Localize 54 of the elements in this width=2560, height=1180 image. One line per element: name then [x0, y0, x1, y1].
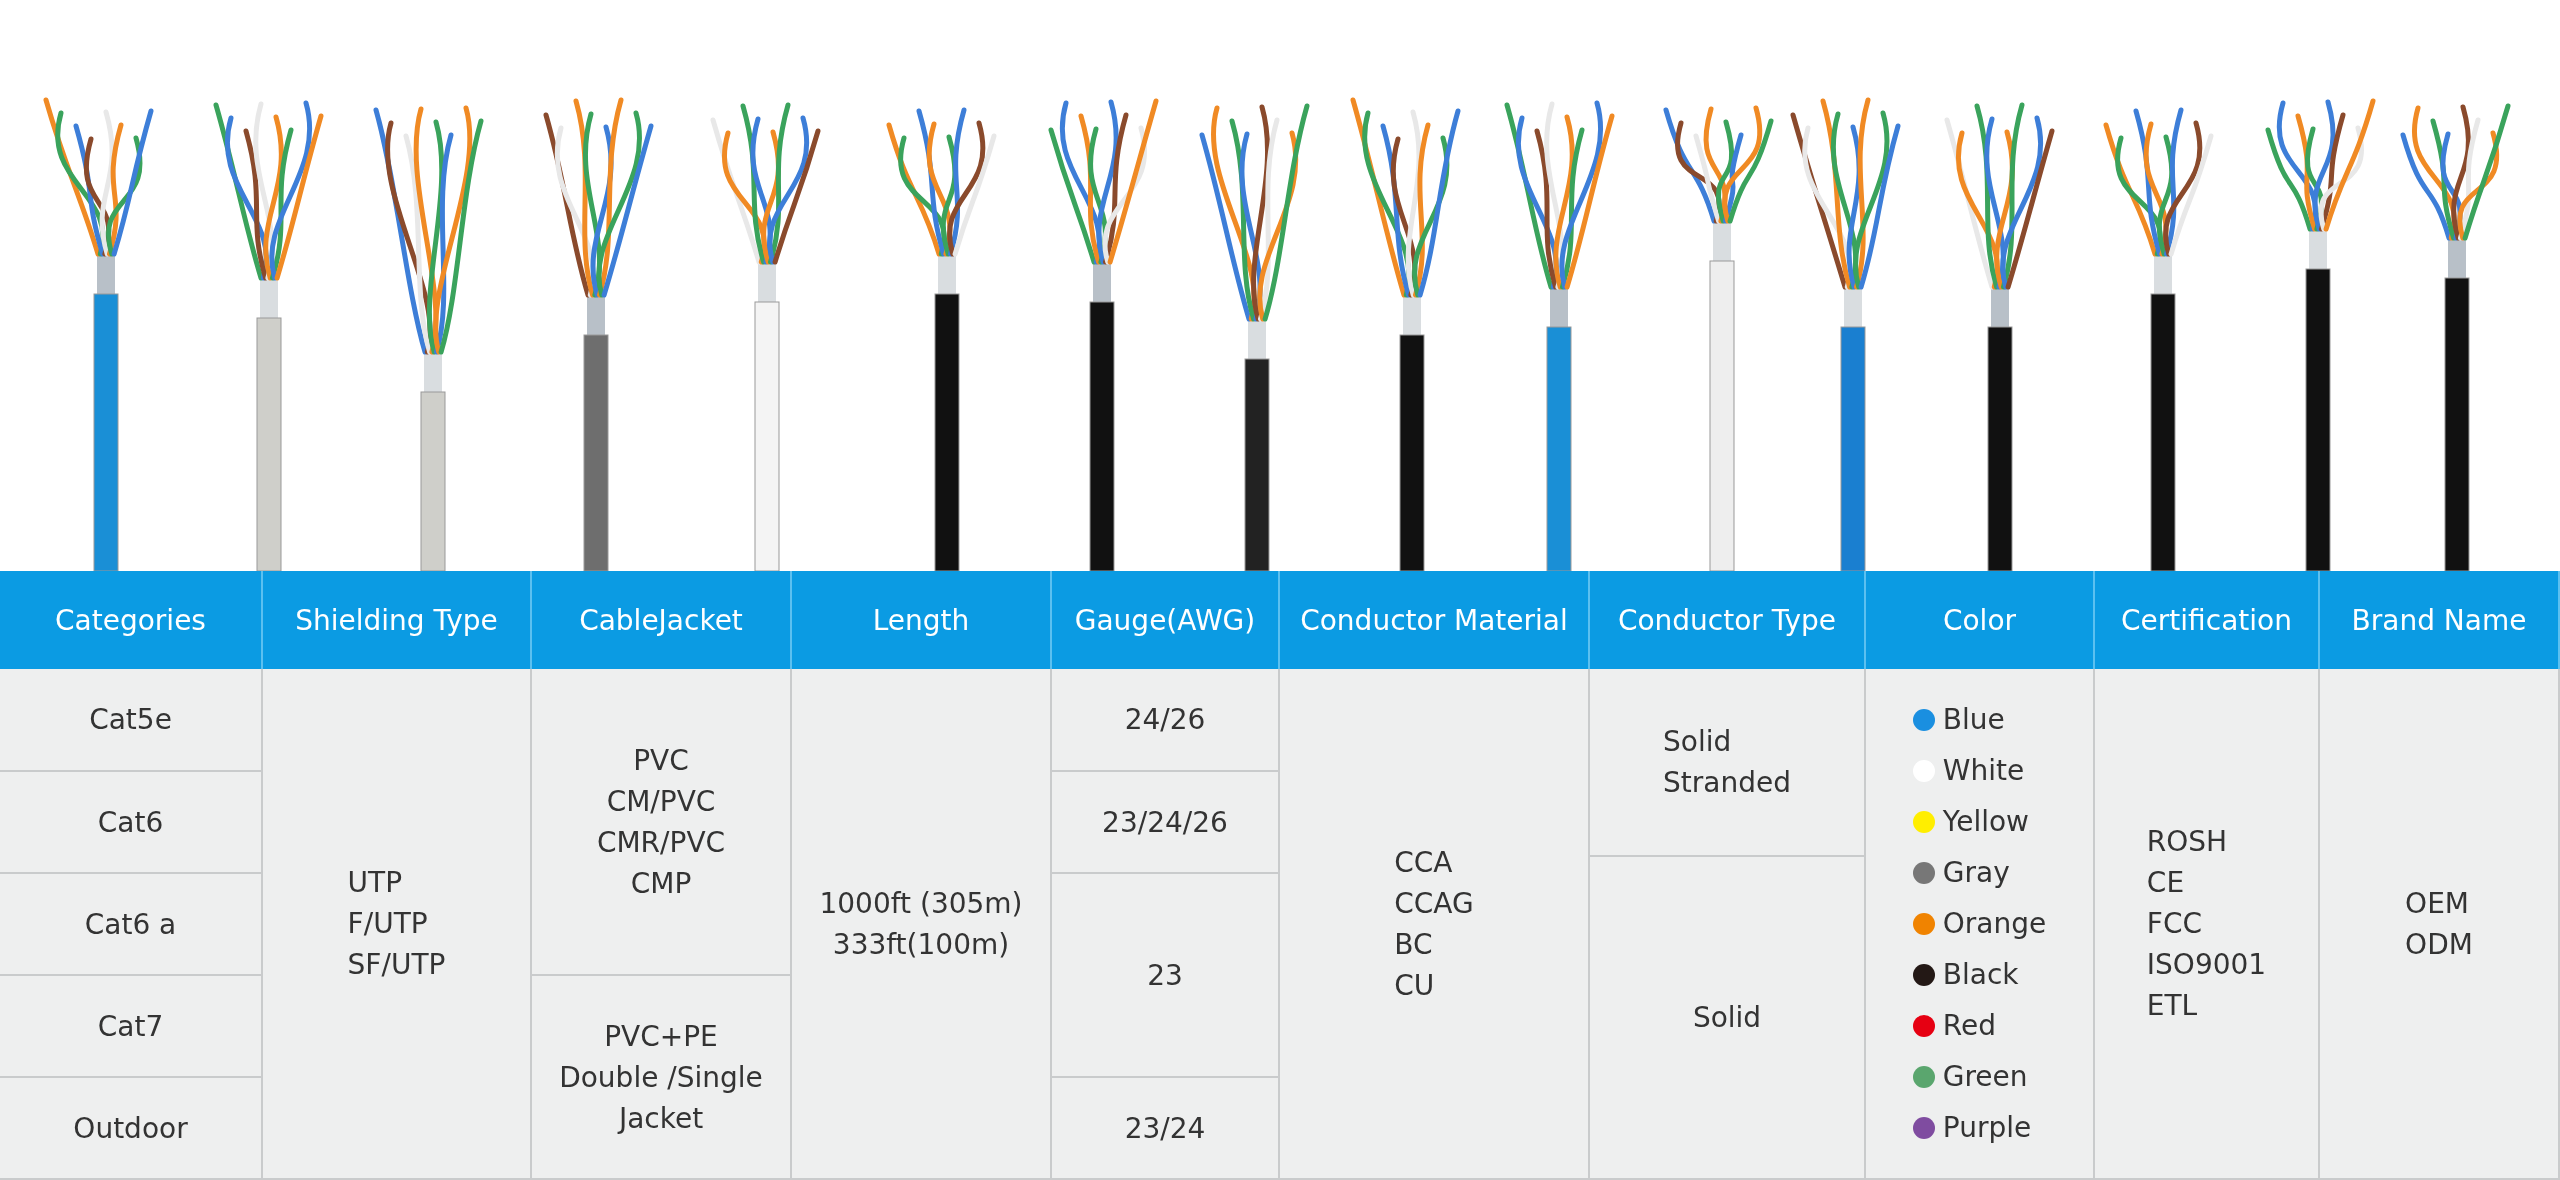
- color-name: Black: [1942, 957, 2019, 993]
- cell-text: CU: [1394, 967, 1435, 1004]
- color-name: Purple: [1942, 1110, 2032, 1146]
- cell-text: CMR/PVC: [596, 824, 726, 861]
- cell-text: OEM: [2405, 885, 2469, 922]
- cell-text: Outdoor: [73, 1110, 188, 1147]
- cell-text: Conductor Material: [1300, 602, 1568, 639]
- cell-text: FCC: [2146, 906, 2203, 942]
- cell-text: Conductor Type: [1617, 602, 1837, 639]
- cell-text: 23/24/26: [1102, 804, 1228, 841]
- color-name: Orange: [1942, 906, 2047, 942]
- color-name: Green: [1942, 1059, 2028, 1095]
- cell-text: CE: [2146, 865, 2185, 901]
- cell-text: Categories: [55, 602, 206, 639]
- cell-text: ODM: [2405, 926, 2473, 963]
- cell-text: Solid: [1663, 724, 1732, 760]
- color-name: White: [1942, 753, 2025, 789]
- color-name: Red: [1942, 1008, 1996, 1044]
- color-name: Blue: [1942, 702, 2005, 738]
- cell-text: Cat6: [97, 804, 164, 841]
- cell-text: F/UTP: [347, 906, 428, 942]
- cell-text: ROSH: [2146, 824, 2228, 860]
- cell-text: Shielding Type: [295, 602, 498, 639]
- cell-text: CM/PVC: [606, 783, 716, 820]
- cell-text: PVC+PE: [604, 1018, 718, 1055]
- cell-text: 1000ft (305m): [819, 885, 1023, 922]
- color-name: Yellow: [1942, 804, 2029, 840]
- cell-text: CMP: [630, 865, 692, 902]
- cell-text: Solid: [1692, 1000, 1762, 1036]
- cell-text: 23: [1147, 957, 1183, 994]
- cell-text: Cat7: [97, 1008, 164, 1045]
- cell-text: Cat5e: [89, 702, 172, 738]
- cell-text: Double /Single: [559, 1059, 763, 1096]
- cell-text: Length: [872, 602, 970, 639]
- cell-text: PVC: [633, 742, 689, 779]
- cell-text: SF/UTP: [347, 947, 446, 983]
- cell-text: BC: [1394, 926, 1433, 963]
- cell-text: UTP: [347, 865, 403, 901]
- cell-text: Stranded: [1663, 765, 1791, 801]
- cell-text: 24/26: [1124, 702, 1206, 738]
- cell-text: Gauge(AWG): [1074, 602, 1256, 639]
- cell-text: Color: [1942, 602, 2017, 639]
- cell-text: Cat6 a: [84, 906, 177, 943]
- cell-text: 23/24: [1124, 1110, 1206, 1147]
- cell-text: ETL: [2146, 988, 2198, 1024]
- cell-text: Brand Name: [2351, 602, 2527, 639]
- cell-text: ISO9001: [2146, 947, 2267, 983]
- cell-text: CCA: [1394, 844, 1453, 881]
- cell-text: CableJacket: [579, 602, 743, 639]
- cell-text: Certification: [2121, 602, 2292, 639]
- cell-text: CCAG: [1394, 885, 1474, 922]
- color-name: Gray: [1942, 855, 2010, 891]
- cell-text: 333ft(100m): [832, 926, 1010, 963]
- cell-text: Jacket: [618, 1100, 704, 1137]
